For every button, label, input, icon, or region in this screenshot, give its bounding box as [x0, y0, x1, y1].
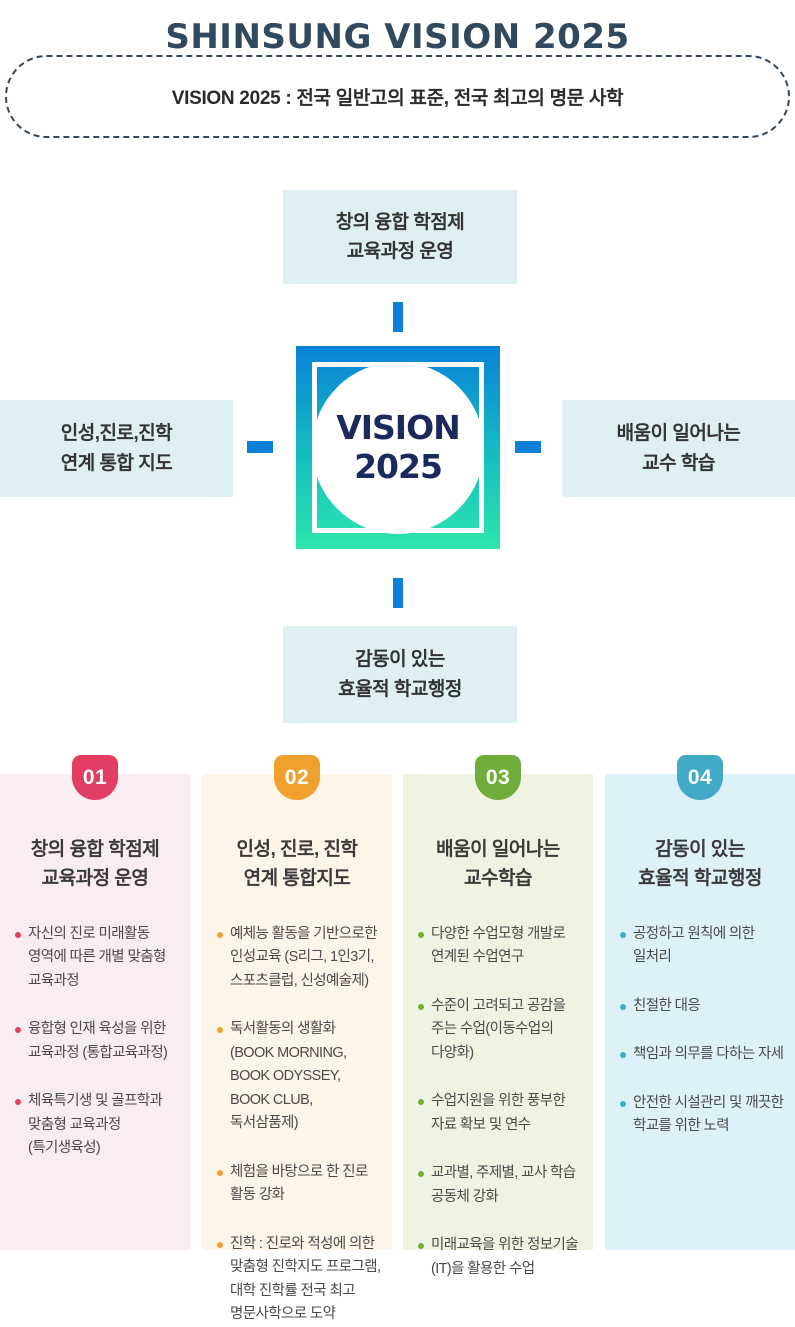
pillar-title: 인성, 진로, 진학 연계 통합지도 [236, 839, 359, 889]
diagram-box-curriculum: 창의 융합 학점제 교육과정 운영 [283, 190, 517, 284]
bullet-item: 친절한 대응 [620, 995, 785, 1018]
vision-center-emblem: VISION 2025 [296, 346, 500, 549]
vision-center-circle: VISION 2025 [312, 361, 484, 534]
pillar-curriculum: 01 창의 융합 학점제 교육과정 운영 자신의 진로 미래활동 영역에 따른 … [0, 755, 190, 1250]
pillar-teaching: 03 배움이 일어나는 교수학습 다양한 수업모형 개발로 연계된 수업연구 수… [403, 755, 593, 1277]
bullet-item: 미래교육을 위한 정보기술 (IT)을 활용한 수업 [418, 1234, 583, 1281]
pillar-guidance: 02 인성, 진로, 진학 연계 통합지도 예체능 활동을 기반으로한 인성교육… [202, 755, 392, 1322]
connector-right [515, 441, 541, 453]
connector-top [393, 302, 403, 332]
connector-bottom [393, 578, 403, 608]
pillar-number-badge: 01 [72, 755, 118, 800]
bullet-item: 공정하고 원칙에 의한 일처리 [620, 923, 785, 970]
bullet-item: 수준이 고려되고 공감을 주는 수업(이동수업의 다양화) [418, 995, 583, 1065]
pillar-number-badge: 02 [274, 755, 320, 800]
pillar-bullet-list: 자신의 진로 미래활동 영역에 따른 개별 맞춤형 교육과정 융합형 인재 육성… [0, 923, 190, 1161]
bullet-item: 체육특기생 및 골프학과 맞춤형 교육과정 (특기생육성) [15, 1090, 180, 1160]
diagram-box-administration: 감동이 있는 효율적 학교행정 [283, 626, 517, 723]
pillar-bullet-list: 다양한 수업모형 개발로 연계된 수업연구 수준이 고려되고 공감을 주는 수업… [403, 923, 593, 1281]
diagram-box-guidance: 인성,진로,진학 연계 통합 지도 [0, 400, 233, 497]
bullet-item: 자신의 진로 미래활동 영역에 따른 개별 맞춤형 교육과정 [15, 923, 180, 993]
bullet-item: 책임과 의무를 다하는 자세 [620, 1043, 785, 1066]
pillar-title: 감동이 있는 효율적 학교행정 [638, 839, 762, 889]
connector-left [247, 441, 273, 453]
page-title: SHINSUNG VISION 2025 [165, 16, 630, 57]
pillar-bullet-list: 예체능 활동을 기반으로한 인성교육 (S리그, 1인3기, 스포츠클럽, 신성… [202, 923, 392, 1327]
vision-center-text: VISION 2025 [336, 407, 461, 486]
bullet-item: 진학 : 진로와 적성에 의한 맞춤형 진학지도 프로그램, 대학 진학률 전국… [217, 1233, 382, 1327]
bullet-item: 융합형 인재 육성을 위한 교육과정 (통합교육과정) [15, 1018, 180, 1065]
bullet-item: 체험을 바탕으로 한 진로 활동 강화 [217, 1161, 382, 1208]
vision-statement-text: VISION 2025 : 전국 일반고의 표준, 전국 최고의 명문 사학 [171, 88, 624, 109]
pillar-bullet-list: 공정하고 원칙에 의한 일처리 친절한 대응 책임과 의무를 다하는 자세 안전… [605, 923, 795, 1139]
bullet-item: 다양한 수업모형 개발로 연계된 수업연구 [418, 923, 583, 970]
pillar-title: 창의 융합 학점제 교육과정 운영 [30, 839, 160, 889]
bullet-item: 안전한 시설관리 및 깨끗한 학교를 위한 노력 [620, 1092, 785, 1139]
bullet-item: 교과별, 주제별, 교사 학습 공동체 강화 [418, 1162, 583, 1209]
pillar-number-badge: 03 [475, 755, 521, 800]
pillar-number-badge: 04 [677, 755, 723, 800]
bullet-item: 독서활동의 생활화 (BOOK MORNING, BOOK ODYSSEY, B… [217, 1018, 382, 1135]
pillar-title: 배움이 일어나는 교수학습 [436, 839, 560, 889]
bullet-item: 예체능 활동을 기반으로한 인성교육 (S리그, 1인3기, 스포츠클럽, 신성… [217, 923, 382, 993]
vision-statement-banner: VISION 2025 : 전국 일반고의 표준, 전국 최고의 명문 사학 [5, 55, 790, 138]
diagram-box-teaching: 배움이 일어나는 교수 학습 [562, 400, 795, 497]
bullet-item: 수업지원을 위한 풍부한 자료 확보 및 연수 [418, 1090, 583, 1137]
pillar-administration: 04 감동이 있는 효율적 학교행정 공정하고 원칙에 의한 일처리 친절한 대… [605, 755, 795, 1250]
